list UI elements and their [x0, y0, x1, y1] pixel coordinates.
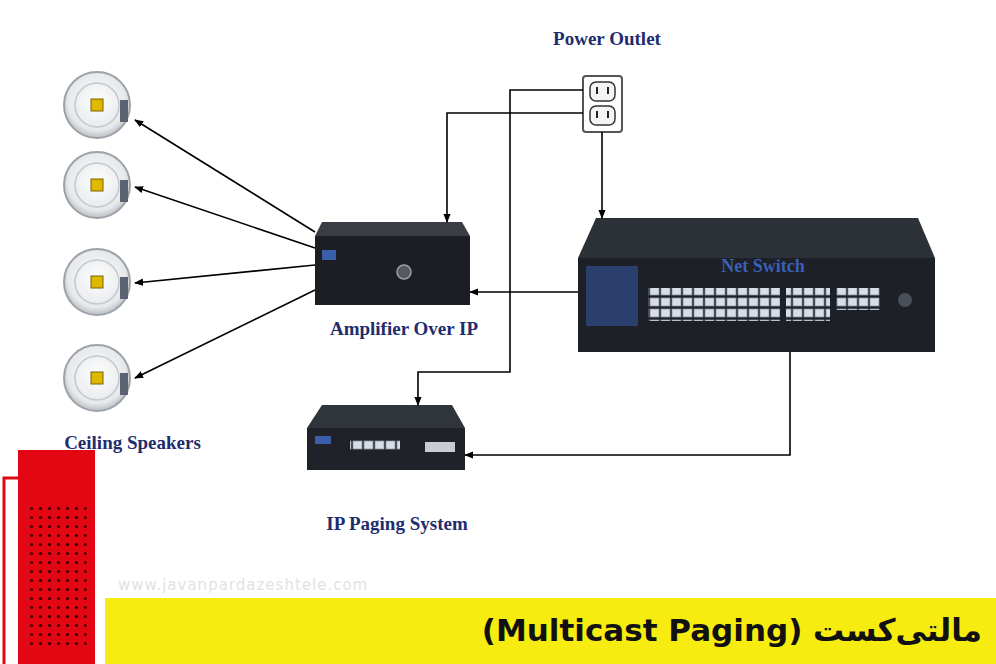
watermark: www.javanpardazeshtele.com	[118, 576, 368, 594]
switch-ports	[786, 288, 830, 321]
speaker-bracket	[120, 100, 128, 122]
device-label: Net Switch	[698, 255, 828, 277]
amplifier-icon	[315, 222, 470, 305]
socket-slot	[596, 87, 598, 94]
switch-ports	[648, 288, 780, 321]
connector-arrow	[135, 120, 315, 232]
speaker-ring	[75, 356, 119, 400]
socket-slot	[607, 87, 609, 94]
amplifier-knob	[397, 265, 411, 279]
amplifier-logo	[322, 250, 336, 260]
amplifier-front	[315, 236, 470, 305]
speaker	[64, 72, 130, 138]
red-block	[18, 450, 95, 664]
switch-button	[898, 293, 912, 307]
connector-arrow	[470, 291, 578, 293]
socket-slot	[607, 111, 609, 118]
amplifier-top	[315, 222, 470, 236]
speakers-node: Ceiling Speakers	[62, 68, 135, 415]
power-outlet-icon	[583, 76, 622, 132]
paging-logo	[315, 436, 331, 444]
dot-grid	[25, 505, 87, 645]
connector-arrow	[418, 90, 583, 405]
node-label: Ceiling Speakers	[50, 432, 215, 454]
speaker-grille	[64, 72, 130, 138]
speaker-bracket	[120, 277, 128, 299]
speaker-center	[91, 276, 103, 288]
connector-arrow	[447, 113, 583, 222]
outlet-socket	[590, 82, 615, 101]
corner-decoration	[4, 450, 95, 664]
paging-front	[307, 428, 465, 470]
red-outline	[4, 478, 88, 664]
speaker-ring	[75, 163, 119, 207]
speaker	[64, 249, 130, 315]
speaker-bracket	[120, 180, 128, 202]
caption-banner	[105, 598, 996, 664]
connector-arrow	[135, 290, 315, 378]
speaker-ring	[75, 83, 119, 127]
paging-label-plate	[425, 442, 455, 452]
speaker-grille	[64, 345, 130, 411]
speaker	[64, 152, 130, 218]
node-label: Power Outlet	[527, 28, 687, 50]
connector-arrow	[601, 132, 603, 218]
paging-system-node: IP Paging System	[307, 405, 465, 470]
node-label: Amplifier Over IP	[310, 318, 498, 340]
speaker-grille	[64, 152, 130, 218]
node-label: IP Paging System	[304, 513, 490, 535]
speaker-grille	[64, 249, 130, 315]
speaker-center	[91, 179, 103, 191]
speaker-center	[91, 99, 103, 111]
socket-slot	[596, 111, 598, 118]
speaker-ring	[75, 260, 119, 304]
outlet-socket	[590, 106, 615, 125]
speaker	[64, 345, 130, 411]
speaker-center	[91, 372, 103, 384]
connector-arrow	[465, 352, 790, 455]
switch-led-panel	[586, 266, 638, 326]
speaker-bracket	[120, 373, 128, 395]
paging-system-icon	[307, 405, 465, 470]
outlet-plate	[583, 76, 622, 132]
net-switch-icon	[578, 218, 935, 352]
connector-arrow	[135, 265, 315, 283]
switch-sfp-ports	[836, 288, 880, 310]
amplifier-node: Amplifier Over IP	[315, 222, 470, 305]
ceiling-speakers-icon	[64, 72, 130, 411]
caption: مالتی‌کست (Multicast Paging)	[482, 610, 982, 650]
paging-ports	[350, 440, 400, 450]
connector-arrow	[135, 187, 315, 248]
switch-top	[578, 218, 935, 258]
paging-top	[307, 405, 465, 428]
switch-node: Net Switch	[578, 218, 935, 352]
power-outlet-node: Power Outlet	[583, 76, 622, 132]
